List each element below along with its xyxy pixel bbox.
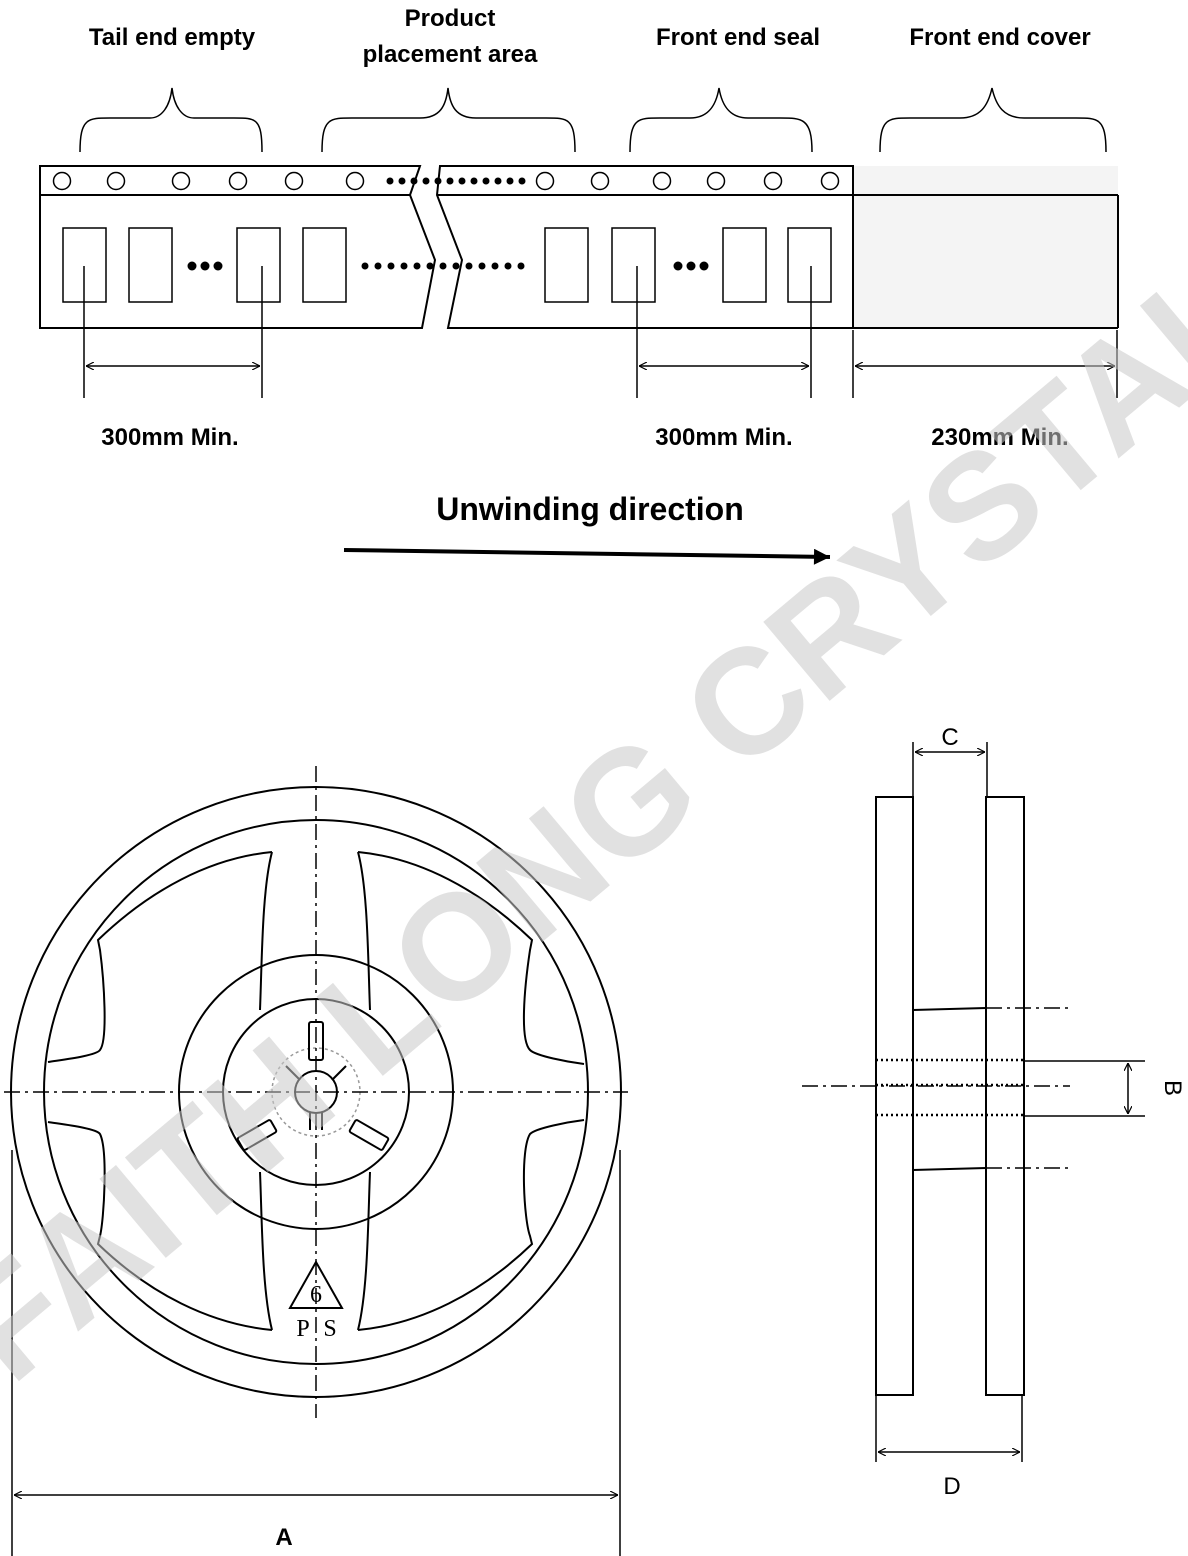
tape-dimension-lines: [83, 266, 1118, 398]
unwinding-direction-label: Unwinding direction: [436, 491, 744, 527]
label-product-line2: placement area: [363, 41, 538, 68]
dim-front-end-seal: 300mm Min.: [655, 424, 792, 451]
carrier-tape-right: [435, 165, 1119, 329]
label-tail-end-empty: Tail end empty: [89, 24, 256, 51]
recycle-number: 6: [310, 1282, 322, 1308]
tape-section: Tail end empty Product placement area Fr…: [39, 5, 1119, 565]
dim-c-label: C: [941, 724, 958, 751]
reel-front-view: 6 P S A: [4, 766, 628, 1556]
recycle-letter-s: S: [323, 1316, 336, 1342]
dim-d-label: D: [943, 1473, 960, 1500]
carrier-tape-left: [39, 165, 437, 329]
reel-windows: [47, 851, 585, 1331]
recycle-mark: 6 P S: [288, 1259, 344, 1342]
section-braces: [79, 87, 1107, 153]
dim-tail-end: 300mm Min.: [101, 424, 238, 451]
reel-side-view: B C D: [802, 724, 1186, 1500]
sprocket-holes: [52, 171, 840, 191]
label-product-line1: Product: [405, 5, 496, 32]
dim-b-label: B: [1159, 1080, 1186, 1096]
dim-a-label: A: [275, 1524, 292, 1551]
dim-front-end-cover: 230mm Min.: [931, 424, 1068, 451]
sprocket-ellipsis-dots: [386, 177, 526, 185]
label-front-end-cover: Front end cover: [909, 24, 1090, 51]
unwinding-direction-arrow: [343, 548, 831, 565]
component-pockets: [62, 227, 832, 303]
pocket-ellipsis-dots: [187, 261, 709, 271]
front-end-cover-region: [853, 166, 1118, 328]
recycle-letter-p: P: [296, 1316, 309, 1342]
label-front-end-seal: Front end seal: [656, 24, 820, 51]
